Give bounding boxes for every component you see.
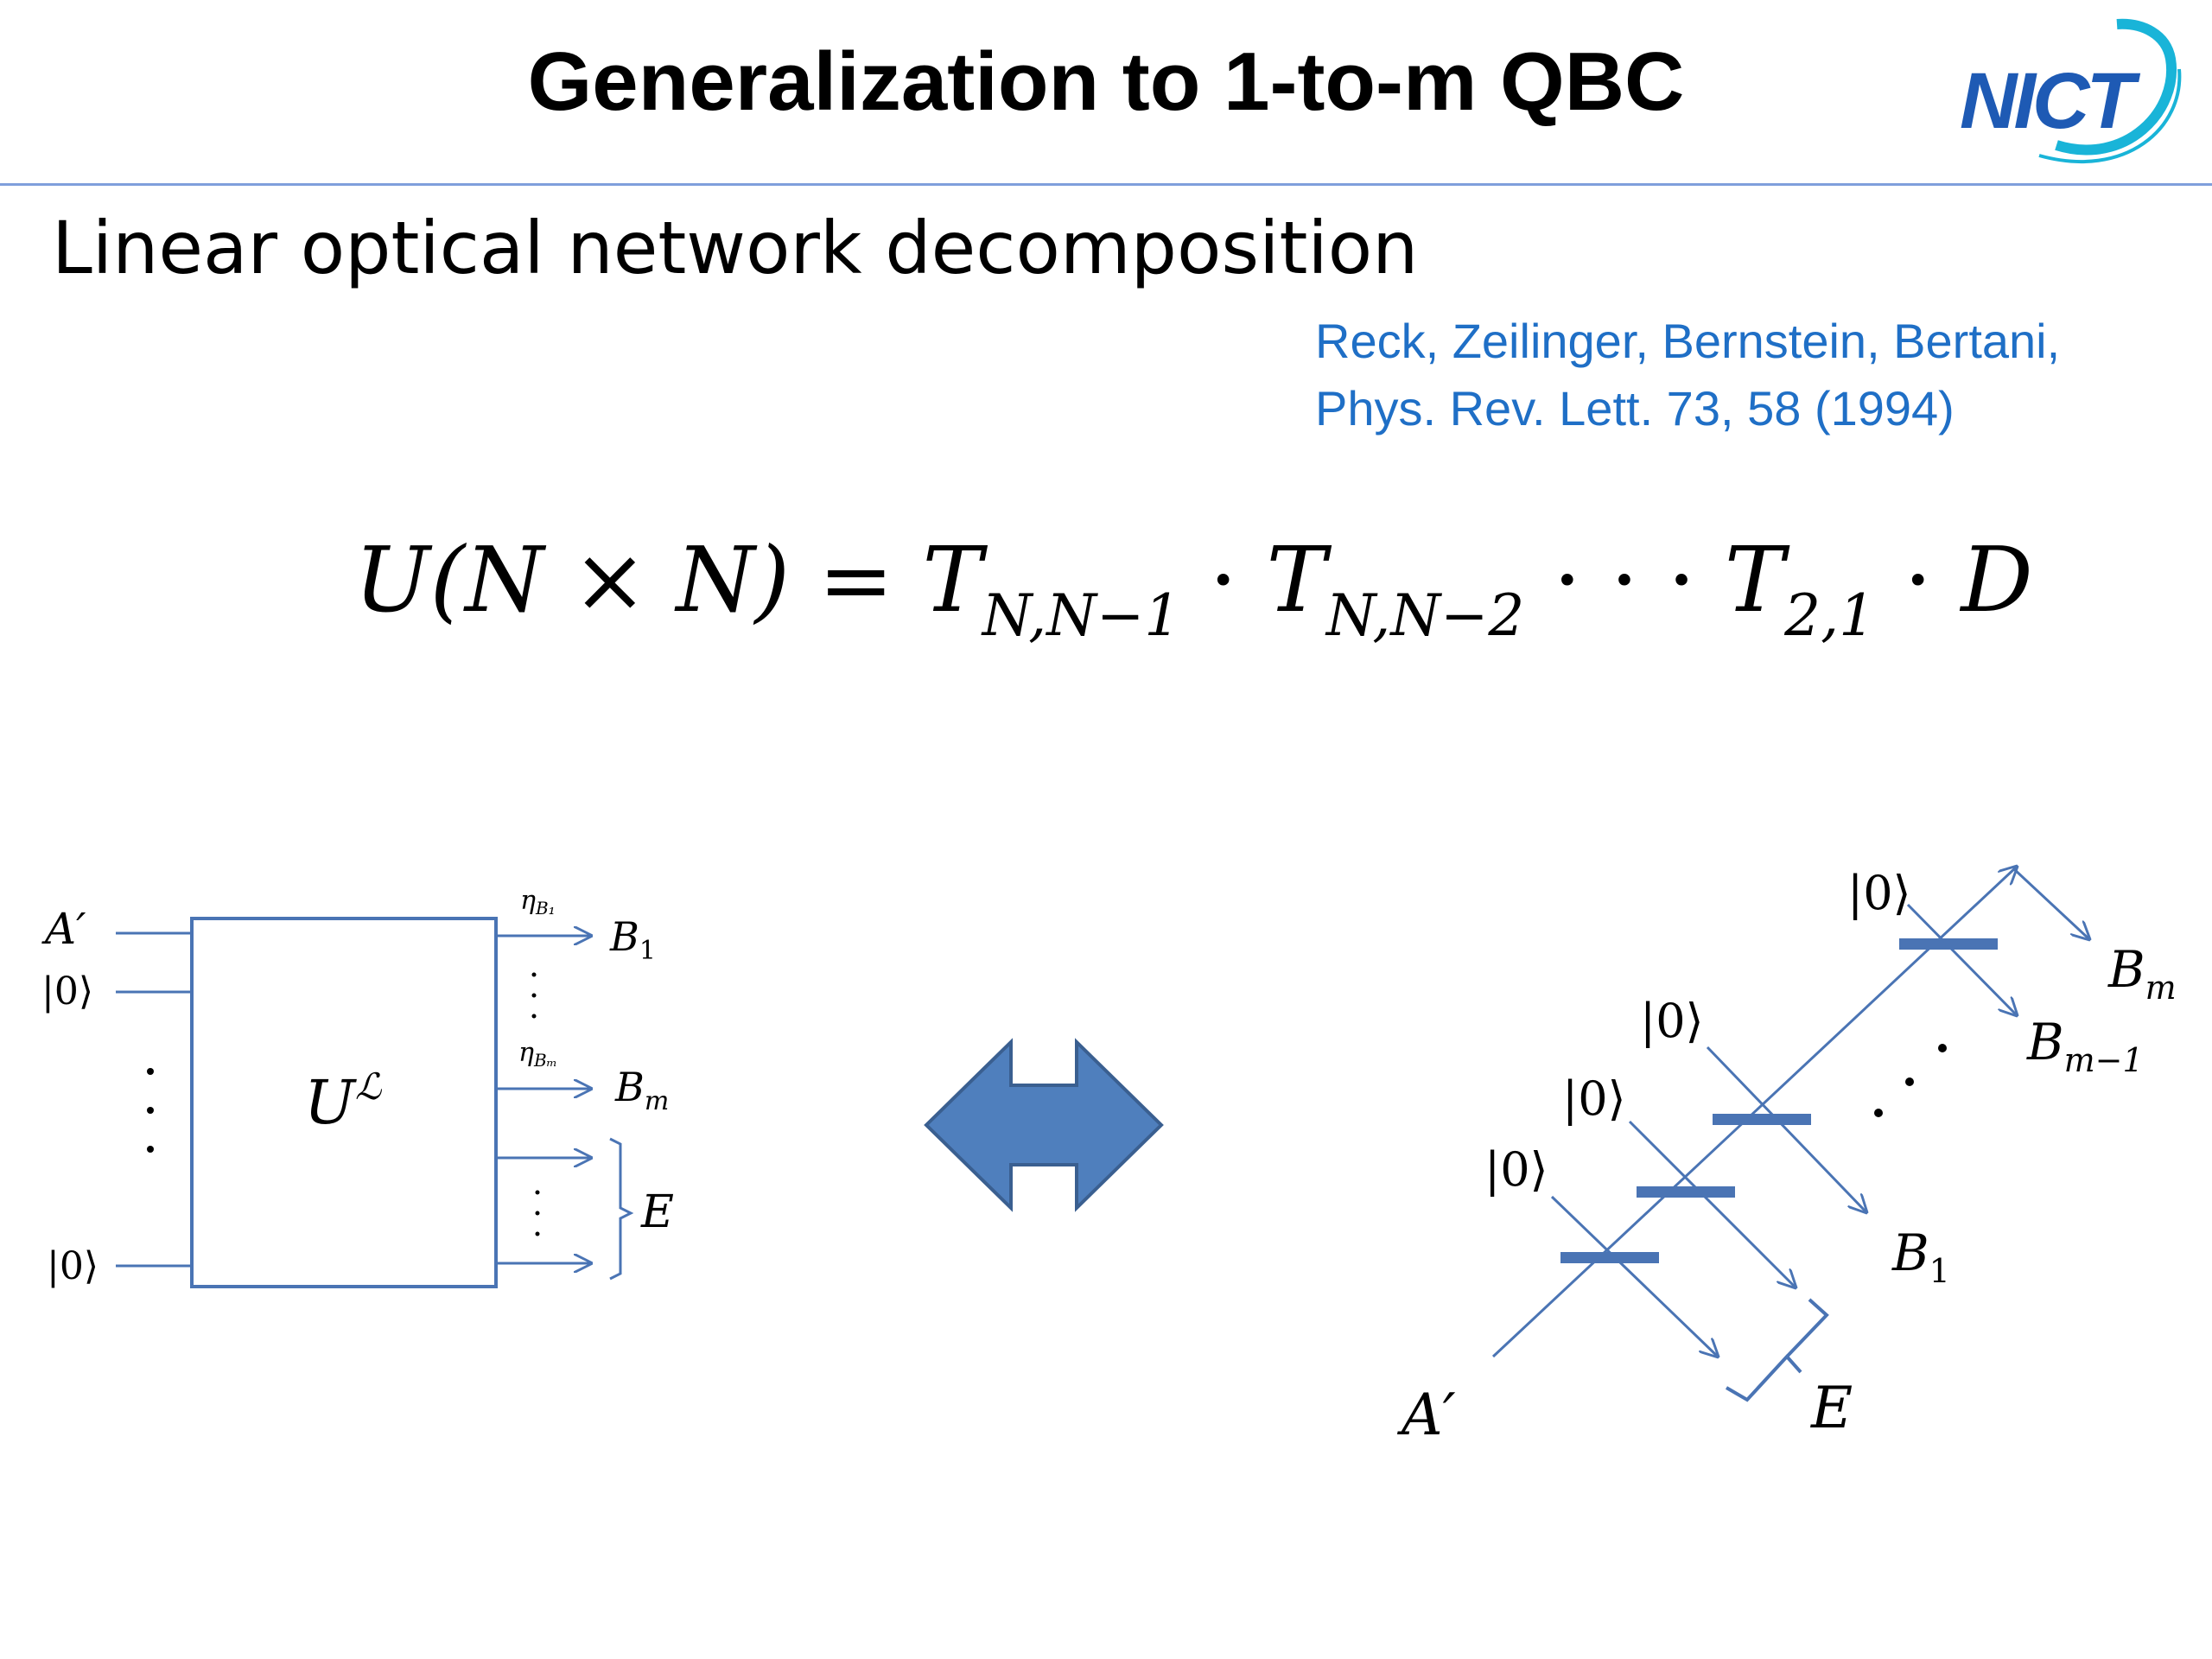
input-dot: [147, 1146, 154, 1153]
left-network-diagram: A′ |0⟩ |0⟩ Uℒ ηB₁ ηBₘ B1 Bm E: [41, 886, 674, 1288]
input-dot: [147, 1068, 154, 1075]
header-rule: [0, 183, 2212, 186]
beamsplitter-1: [1560, 1252, 1659, 1263]
vacuum-path-3: [1706, 1046, 1866, 1212]
output-b1-sub: 1: [639, 936, 656, 966]
e-bracket: [1725, 1298, 1829, 1402]
label-zero-1: |0⟩: [41, 969, 93, 1014]
right-beamsplitter-diagram: |0⟩ |0⟩ |0⟩ |0⟩ A′ Bm Bm−1 B1 E: [1396, 866, 2177, 1448]
formula-t3-sub: 2,1: [1784, 582, 1876, 649]
formula-t1-sub: N,N−1: [982, 582, 1181, 649]
label-eta-bm: ηBₘ: [518, 1038, 557, 1071]
label-eta-b1: ηB₁: [520, 886, 556, 918]
output-dot: [531, 993, 537, 998]
label-input-a: A′: [1396, 1382, 1456, 1448]
out-b1-sub: 1: [1929, 1252, 1950, 1290]
citation-line-1: Reck, Zeilinger, Bernstein, Bertani,: [1315, 314, 2061, 368]
label-vac-2: |0⟩: [1562, 1071, 1626, 1126]
label-output-bm: Bm: [614, 1064, 669, 1116]
logo-text: NICT: [1960, 57, 2140, 145]
formula-dots: · · ·: [1524, 527, 1725, 632]
vacuum-path-m: [1906, 903, 2017, 1015]
nict-logo: NICT: [1960, 18, 2182, 164]
formula-t1: T: [922, 527, 982, 632]
output-dot: [531, 1014, 537, 1019]
formula-t2-sub: N,N−2: [1325, 582, 1525, 649]
output-bm-base: B: [614, 1064, 645, 1110]
decomposition-formula: U(N × N) = TN,N−1 · TN,N−2 · · · T2,1 · …: [354, 527, 2033, 649]
out-bm1-sub: m−1: [2064, 1041, 2144, 1079]
label-unitary: Uℒ: [304, 1065, 382, 1138]
output-dot: [535, 1211, 540, 1216]
beamsplitter-2: [1637, 1186, 1735, 1198]
output-b1-base: B: [609, 913, 639, 960]
input-dot: [147, 1107, 154, 1114]
e-brace: [609, 1137, 634, 1281]
label-out-bm1: Bm−1: [2026, 1013, 2144, 1079]
out-bm-sub: m: [2145, 969, 2177, 1007]
label-output-b1: B1: [609, 913, 656, 966]
beamsplitter-m: [1899, 938, 1998, 950]
last-output-path: [2012, 867, 2089, 939]
citation-line-2: Phys. Rev. Lett. 73, 58 (1994): [1315, 381, 1955, 435]
eta-bm-sub: Bₘ: [533, 1050, 557, 1071]
diagonal-dot: [1938, 1044, 1947, 1052]
diagonal-dot: [1905, 1077, 1914, 1086]
formula-lhs: U(N × N) =: [354, 527, 923, 632]
formula-t3: T: [1724, 527, 1785, 632]
subtitle: Linear optical network decomposition: [52, 206, 1419, 290]
beamsplitter-3: [1713, 1114, 1811, 1125]
eta-b1-sub: B₁: [535, 898, 556, 918]
vacuum-path-2: [1628, 1120, 1796, 1287]
diagonal-dot: [1874, 1109, 1883, 1117]
label-vac-m: |0⟩: [1847, 866, 1911, 920]
formula-dot-1: ·: [1180, 527, 1267, 632]
unitary-sup: ℒ: [355, 1065, 382, 1108]
label-out-bm: Bm: [2107, 940, 2177, 1007]
label-vac-1: |0⟩: [1484, 1142, 1548, 1197]
out-bm-base: B: [2107, 940, 2145, 999]
vacuum-path-1: [1550, 1195, 1718, 1357]
citation: Reck, Zeilinger, Bernstein, Bertani, Phy…: [1315, 308, 2060, 442]
out-bm1-base: B: [2026, 1013, 2064, 1071]
output-dot: [535, 1231, 540, 1236]
output-dot: [535, 1190, 540, 1195]
out-b1-base: B: [1891, 1224, 1929, 1282]
label-a-prime: A′: [41, 904, 86, 954]
label-out-e: E: [1810, 1375, 1853, 1441]
output-bm-sub: m: [645, 1086, 669, 1116]
output-dot: [531, 972, 537, 977]
eta-b1-base: η: [520, 886, 536, 916]
label-zero-2: |0⟩: [47, 1244, 99, 1288]
double-headed-arrow-icon: [924, 1038, 1164, 1212]
label-output-e: E: [640, 1186, 674, 1238]
formula-t2: T: [1266, 527, 1326, 632]
formula-dot-2: ·: [1875, 527, 1961, 632]
formula-d: D: [1961, 527, 2033, 632]
eta-bm-base: η: [518, 1038, 534, 1068]
unitary-box: [190, 917, 498, 1288]
unitary-base: U: [304, 1067, 357, 1138]
label-out-b1: B1: [1891, 1224, 1950, 1290]
slide-title: Generalization to 1-to-m QBC: [527, 35, 1685, 128]
label-vac-3: |0⟩: [1640, 994, 1704, 1048]
